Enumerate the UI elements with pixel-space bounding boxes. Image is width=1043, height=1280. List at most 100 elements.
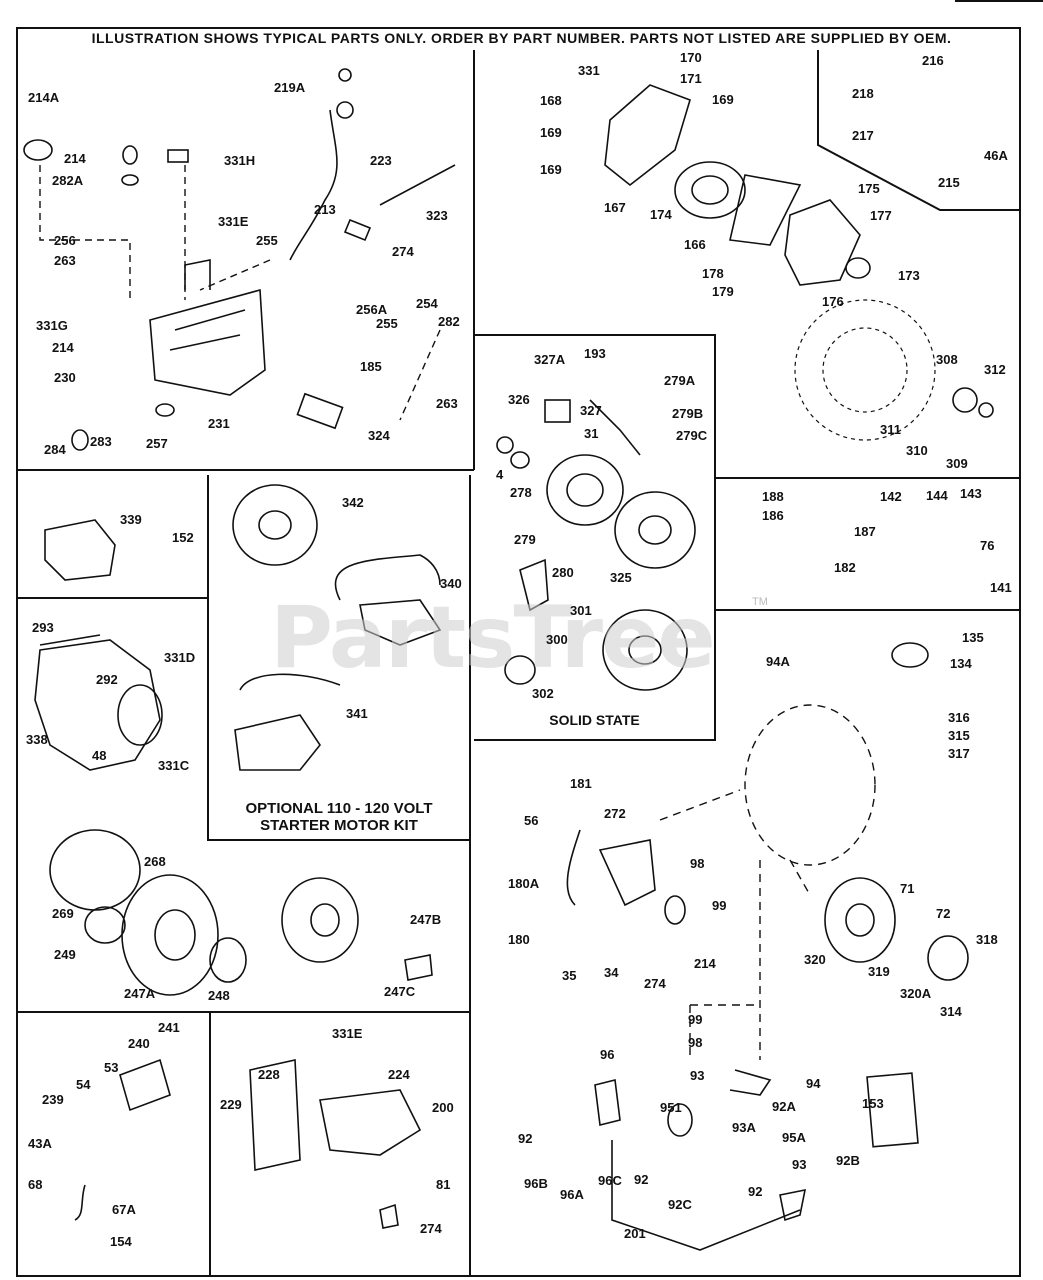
watermark: PartsTree [270,588,716,688]
part-label: 56 [524,813,539,828]
part-label: 178 [702,266,724,281]
part-label: 324 [368,428,390,443]
part-label: 331E [332,1026,363,1041]
part-label: 93A [732,1120,756,1135]
part-label: 247B [410,912,442,927]
part-label: 300 [546,632,568,647]
part-label: 292 [96,672,118,687]
part-label: 327 [580,403,602,418]
part-label: 169 [712,92,734,107]
part-label: 951 [660,1100,682,1115]
part-label: 143 [960,486,982,501]
part-label: 284 [44,442,66,457]
carburetor-sketch [23,68,456,451]
part-label: 213 [314,202,336,217]
part-label: 214A [28,90,60,105]
part-label: 171 [680,71,702,86]
part-label: 188 [762,489,784,504]
part-label: 154 [110,1234,132,1249]
part-label: 249 [54,947,76,962]
part-label: 269 [52,906,74,921]
part-label: 342 [342,495,364,510]
part-label: 279B [672,406,704,421]
bottom-left-sketch [74,1058,422,1229]
part-label: 174 [650,207,672,222]
part-label: 263 [436,396,458,411]
part-label: 314 [940,1004,962,1019]
part-label: 247A [124,986,156,1001]
blower-housing-dashed [794,299,936,441]
part-label: 218 [852,86,874,101]
part-label: 338 [26,732,48,747]
part-label: 96A [560,1187,584,1202]
part-label: 181 [570,776,592,791]
part-label: 96 [600,1047,615,1062]
part-label: 43A [28,1136,52,1151]
part-label: 35 [562,968,577,983]
part-label: 248 [208,988,230,1003]
part-label: 257 [146,436,168,451]
part-label: 217 [852,128,874,143]
part-label: 231 [208,416,230,431]
part-label: 215 [938,175,960,190]
part-label: 144 [926,488,948,503]
part-label: 152 [172,530,194,545]
part-label: 182 [834,560,856,575]
part-label: 48 [92,748,107,763]
part-label: 293 [32,620,54,635]
top-rule [955,0,1043,2]
part-label: 331H [224,153,256,168]
part-label: 71 [900,881,915,896]
part-label: 180A [508,876,540,891]
part-label: 96C [598,1173,622,1188]
divider-top-right [817,50,1021,211]
carburetor-leaders [39,165,441,421]
part-label: 263 [54,253,76,268]
part-label: 214 [694,956,716,971]
part-label: 268 [144,854,166,869]
part-label: 99 [712,898,727,913]
watermark-tm: TM [752,596,768,608]
part-label: 316 [948,710,970,725]
part-label: 310 [906,443,928,458]
part-label: 224 [388,1067,410,1082]
part-label: 168 [540,93,562,108]
solid-state-title: SOLID STATE [549,712,640,728]
part-label: 53 [104,1060,119,1075]
part-label: 282 [438,314,460,329]
part-label: 254 [416,296,438,311]
solid-state-sketch [496,399,696,691]
part-label: 98 [688,1035,703,1050]
part-label: 166 [684,237,706,252]
solid-state-frame [474,334,716,741]
part-label: 317 [948,746,970,761]
part-label: 229 [220,1097,242,1112]
part-label: 175 [858,181,880,196]
part-label: 92 [634,1172,649,1187]
part-label: 54 [76,1077,91,1092]
part-label: 239 [42,1092,64,1107]
part-label: 274 [420,1221,442,1236]
diagram-header: ILLUSTRATION SHOWS TYPICAL PARTS ONLY. O… [91,30,952,46]
part-label: 331C [158,758,190,773]
starter-kit-frame [207,475,471,841]
part-label: 341 [346,706,368,721]
part-label: 325 [610,570,632,585]
part-label: 46A [984,148,1008,163]
part-label: 4 [496,467,504,482]
part-label: 96B [524,1176,548,1191]
part-label: 98 [690,856,705,871]
part-label: 187 [854,524,876,539]
part-label: 256A [356,302,388,317]
part-label: 92C [668,1197,692,1212]
part-label: 81 [436,1177,451,1192]
part-label: 169 [540,125,562,140]
part-label: 173 [898,268,920,283]
part-label: 179 [712,284,734,299]
part-label: 185 [360,359,382,374]
part-label: 135 [962,630,984,645]
part-label: 274 [644,976,666,991]
part-label: 72 [936,906,951,921]
part-label: 282A [52,173,84,188]
part-label: 240 [128,1036,150,1051]
